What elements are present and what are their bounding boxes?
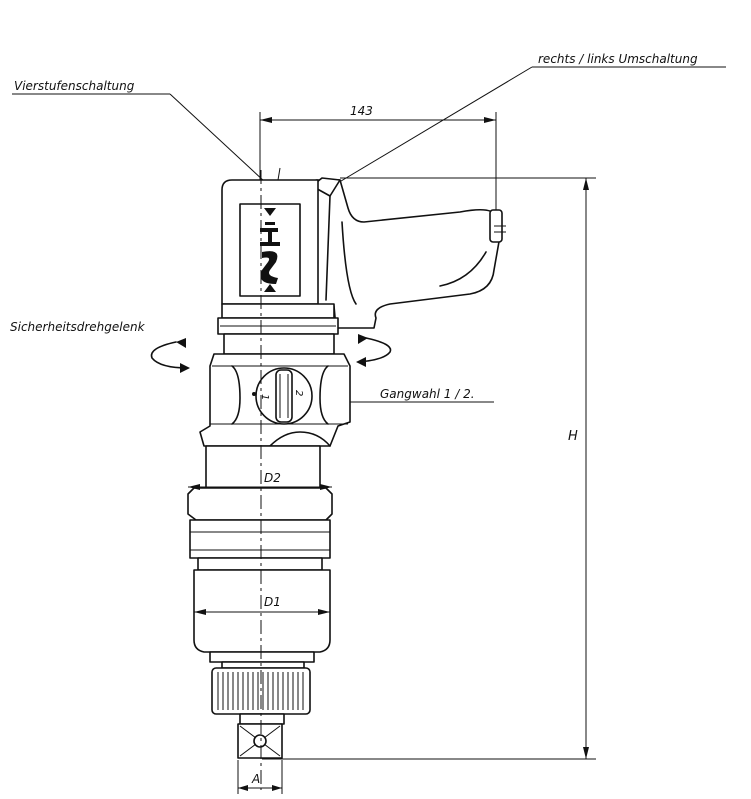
svg-text:rechts / links Umschaltung: rechts / links Umschaltung xyxy=(538,52,698,66)
dimension-height-H: H xyxy=(262,177,596,760)
dimension-a-label: A xyxy=(251,772,260,786)
arrow-down-icon xyxy=(264,208,276,216)
square-drive-neck xyxy=(239,713,285,725)
svg-text:Sicherheitsdrehgelenk: Sicherheitsdrehgelenk xyxy=(10,320,146,334)
gear-select-knob: 1 2 xyxy=(252,367,313,425)
svg-text:Vierstufenschaltung: Vierstufenschaltung xyxy=(14,79,135,93)
dimension-a: A xyxy=(237,760,283,794)
label-four-speed-switch: Vierstufenschaltung xyxy=(12,79,279,195)
pistol-grip-handle xyxy=(315,179,501,329)
dimension-width-143: 143 xyxy=(259,104,497,216)
svg-text:Gangwahl 1 / 2.: Gangwahl 1 / 2. xyxy=(380,387,475,401)
label-direction-switch: rechts / links Umschaltung xyxy=(325,52,726,191)
gear-case-upper xyxy=(205,445,321,489)
dimension-d2-label: D2 xyxy=(264,471,281,485)
dimension-d2: D2 xyxy=(188,471,332,490)
dimension-width-value: 143 xyxy=(350,104,373,118)
tool-body: 1 2 xyxy=(150,167,506,759)
gear-two-label: 2 xyxy=(293,390,304,396)
swivel-rotation-arrows xyxy=(150,334,392,373)
dimension-d1-label: D1 xyxy=(264,595,281,609)
dimension-height-label: H xyxy=(568,429,578,444)
label-safety-swivel: Sicherheitsdrehgelenk xyxy=(10,320,146,334)
head-flange-upper xyxy=(221,303,335,319)
gear-case-ring xyxy=(187,487,333,521)
gear-case-lower xyxy=(193,569,331,653)
dimension-d1: D1 xyxy=(194,595,330,615)
gear-one-label: 1 xyxy=(259,394,270,400)
speed-symbol-icon xyxy=(260,222,280,284)
arrow-up-icon xyxy=(264,284,276,292)
